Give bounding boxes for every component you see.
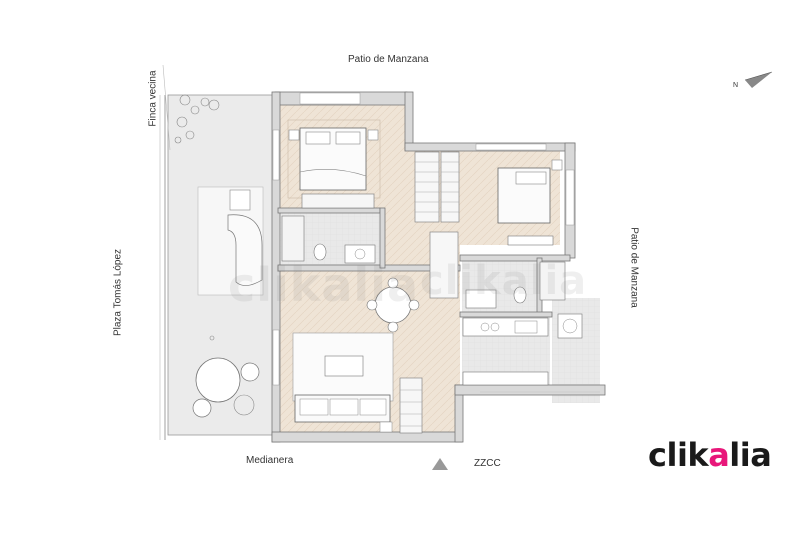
logo-mark: a: [708, 436, 730, 474]
plants: [174, 94, 220, 144]
label-right: Patio de Manzana: [628, 227, 640, 308]
terrace-light: [209, 335, 215, 341]
terrace-chair: [240, 362, 260, 382]
sink: [465, 289, 497, 309]
watermark: clikalia: [228, 258, 420, 312]
label-top: Patio de Manzana: [348, 54, 429, 65]
label-neighbor: Finca vecina: [147, 70, 159, 127]
terrace-chair: [192, 398, 212, 418]
wardrobe: [301, 193, 375, 209]
label-left: Plaza Tomás López: [112, 248, 124, 337]
north-arrow-icon: [744, 71, 773, 88]
outdoor-sofa: [227, 214, 263, 286]
bedside-table: [551, 159, 563, 171]
desk: [507, 235, 554, 246]
window: [565, 169, 575, 226]
window: [272, 329, 280, 386]
kitchen-counter-bottom: [462, 371, 549, 386]
logo-suffix: lia: [729, 436, 772, 474]
nightstand: [367, 129, 379, 141]
terrace-round-table: [195, 357, 241, 403]
toilet: [513, 286, 527, 304]
logo-prefix: clik: [648, 436, 709, 474]
washing-machine: [557, 313, 583, 339]
north-label: N: [733, 82, 739, 89]
window: [475, 143, 547, 151]
clikalia-logo: clikalia: [648, 436, 772, 474]
terrace-plant: [233, 394, 255, 416]
dining-chairs: [366, 277, 420, 333]
tv-unit: [399, 377, 423, 434]
hall-wardrobes: [414, 151, 460, 299]
window: [299, 92, 361, 105]
toilet: [313, 243, 327, 261]
nightstand: [288, 129, 300, 141]
window: [272, 129, 280, 181]
entrance-arrow-icon: [432, 458, 448, 470]
shower: [539, 261, 566, 301]
label-bottom-left: Medianera: [246, 455, 294, 466]
watermark: clikalia: [420, 258, 588, 304]
sink: [344, 244, 376, 264]
kitchen-counter: [462, 317, 549, 337]
label-bottom-center: ZZCC: [474, 458, 501, 469]
side-plant: [379, 421, 393, 433]
shower: [281, 215, 305, 262]
coffee-table: [324, 355, 364, 377]
sun-lounger: [229, 189, 251, 211]
